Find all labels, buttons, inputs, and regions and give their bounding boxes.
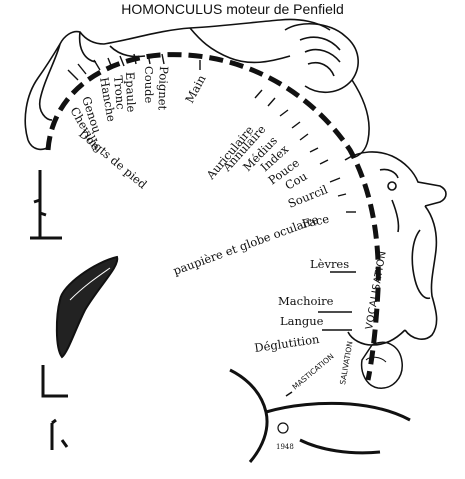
region-label: Machoire xyxy=(278,294,334,308)
eye-outline xyxy=(387,181,397,191)
region-label: Face xyxy=(301,212,331,231)
leader-tick xyxy=(267,97,276,107)
leader-tick xyxy=(337,193,347,197)
leader-tick xyxy=(329,177,341,183)
arm-outline xyxy=(189,27,291,64)
cortex-line-1 xyxy=(30,170,62,240)
body-outline-upper xyxy=(24,18,331,141)
leader-tick xyxy=(161,53,165,65)
thumb-outline xyxy=(351,79,370,159)
leader-tick xyxy=(67,69,79,81)
hand-outline xyxy=(284,22,359,93)
region-label: paupière et globe oculaire xyxy=(171,212,320,278)
region-label: Déglutition xyxy=(253,332,320,355)
signature-year: 1948 xyxy=(276,443,294,451)
leader-tick xyxy=(309,147,319,153)
region-label: Coude xyxy=(142,66,156,103)
leader-tick xyxy=(299,133,309,141)
region-labels: Doigts de piedChevilleGenouHancheTroncEp… xyxy=(67,66,349,355)
finger-lines xyxy=(299,36,341,77)
cortex-section-blob xyxy=(55,255,119,359)
region-label: Epaule xyxy=(123,72,138,113)
tongue-outline xyxy=(360,341,403,389)
label-mastication: MASTICATION xyxy=(291,352,336,392)
leader-tick xyxy=(319,159,329,165)
cortex-line-3 xyxy=(50,418,69,450)
region-label: Langue xyxy=(280,314,324,328)
leader-ticks xyxy=(67,53,356,331)
leg-outline xyxy=(38,43,61,121)
region-label: Tronc xyxy=(111,75,128,110)
diagram-title: HOMONCULUS moteur de Penfield xyxy=(121,1,344,17)
label-salivation: SALIVATION xyxy=(338,341,354,386)
face-outline xyxy=(404,205,438,340)
leader-tick xyxy=(119,55,125,67)
torso-outline xyxy=(78,31,146,63)
leader-tick xyxy=(291,121,301,129)
leader-tick xyxy=(147,53,151,65)
brain-lower-outline xyxy=(229,368,411,463)
head-top-outline xyxy=(344,151,447,207)
leader-tick xyxy=(279,109,289,117)
brain-lower-curve xyxy=(265,401,411,422)
region-label: Poignet xyxy=(155,66,171,111)
tongue-detail xyxy=(365,356,387,363)
leader-tick xyxy=(254,89,263,99)
brow-outline xyxy=(379,168,399,179)
leader-tick xyxy=(133,53,137,65)
brain-stem-line xyxy=(229,368,269,463)
cortex-line-2 xyxy=(41,365,68,398)
leader-tick xyxy=(93,59,101,71)
motor-strip-arc xyxy=(45,52,381,381)
cortex-sections xyxy=(30,170,69,450)
homunculus-body xyxy=(24,18,370,159)
cortex-highlight xyxy=(69,267,111,301)
brain-lower-curve-2 xyxy=(299,438,381,455)
mastication-arrow xyxy=(285,391,293,397)
leader-tick xyxy=(77,63,87,75)
region-label: Main xyxy=(182,72,209,105)
leader-tick xyxy=(107,57,113,69)
label-vocalisation: VOCALISATION xyxy=(364,250,389,331)
cheek-line xyxy=(391,199,400,233)
region-label: Lèvres xyxy=(310,257,349,271)
mouth-outline xyxy=(411,229,431,300)
signature-mark xyxy=(277,422,289,434)
homunculus-head xyxy=(344,151,447,346)
